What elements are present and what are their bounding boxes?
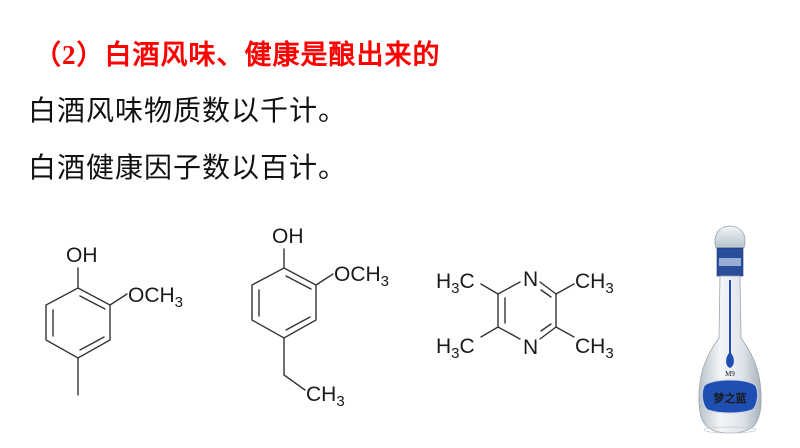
double-bond — [79, 295, 106, 310]
ethyl-methyl-label: CH3 — [306, 383, 345, 410]
double-bond — [540, 323, 552, 332]
health-factors-line: 白酒健康因子数以百计。 — [28, 151, 348, 184]
bottle-blue-drop — [726, 280, 734, 368]
nitrogen-label: N — [523, 336, 538, 359]
section-title: （2）白酒风味、健康是酿出来的 — [34, 33, 441, 72]
methyl-label: H3C — [436, 270, 475, 297]
bottle-label-badge — [701, 379, 759, 414]
double-bond — [285, 316, 311, 331]
methyl-bond — [555, 326, 575, 338]
methoxy-label: OCH3 — [128, 284, 183, 311]
molecule-tetramethylpyrazine: N N H3C H3C CH3 CH3 — [436, 268, 614, 362]
flavor-substances-line: 白酒风味物质数以千计。 — [28, 94, 348, 127]
methyl-bond — [480, 283, 499, 295]
bottle-cap — [714, 225, 746, 249]
methyl-bond — [480, 326, 499, 338]
bond — [539, 281, 557, 295]
bond — [539, 326, 557, 340]
baijiu-bottle-image: M9 梦之蓝 — [698, 225, 762, 434]
double-bond — [540, 289, 552, 298]
double-bond — [285, 275, 312, 290]
molecule-4-methylguaiacol: OH OCH3 — [45, 244, 183, 396]
methyl-label: H3C — [436, 335, 475, 362]
methyl-label: CH3 — [575, 335, 614, 362]
nitrogen-label: N — [523, 268, 538, 291]
methyl-bond — [555, 283, 575, 295]
bond — [497, 281, 521, 295]
benzene-ring — [251, 267, 317, 339]
section-title-text: 白酒风味、健康是酿出来的 — [104, 40, 441, 71]
bond — [497, 326, 521, 340]
methyl-label: CH3 — [575, 270, 614, 297]
bond — [315, 273, 334, 286]
ethyl-bond — [283, 337, 306, 391]
section-number: （2） — [34, 40, 105, 70]
molecule-4-ethylguaiacol: OH OCH3 CH3 — [251, 225, 389, 410]
bond — [109, 293, 128, 306]
methoxy-label: OCH3 — [334, 263, 389, 290]
bottle-model: M9 — [725, 370, 735, 378]
oh-label: OH — [66, 244, 98, 267]
benzene-ring — [45, 287, 111, 359]
bottle-brand-label: 梦之蓝 — [714, 391, 747, 405]
double-bond — [79, 336, 105, 351]
oh-label: OH — [272, 225, 304, 248]
